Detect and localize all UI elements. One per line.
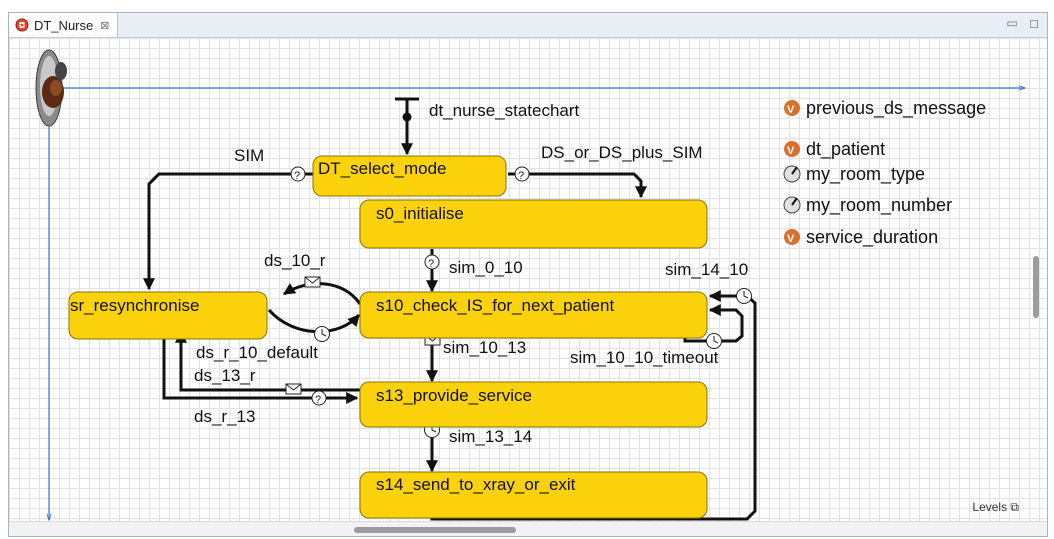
state-s0-initialise[interactable]: s0_initialise [359,199,708,249]
tab-dt-nurse[interactable]: DT_Nurse ⊠ [9,13,119,37]
transition-label-ds-r-10-default: ds_r_10_default [196,343,318,362]
state-label: DT_select_mode [318,159,447,178]
transition-sim-10-10-timeout[interactable] [683,304,744,349]
transition-label-sim-14-10: sim_14_10 [665,260,748,279]
parameter-icon [791,166,798,175]
transition-ds-or-ds-plus-sim[interactable]: ? [508,166,647,199]
svg-text:?: ? [315,394,321,406]
variable-label: dt_patient [806,139,885,160]
transition-label-ds-13-r: ds_13_r [194,366,256,385]
horizontal-scrollbar[interactable] [9,521,1047,536]
state-sr-resynchronise[interactable]: sr_resynchronise [68,291,268,340]
state-label: s0_initialise [376,204,464,223]
vertical-scrollbar-thumb[interactable] [1033,256,1039,318]
variable-label: previous_ds_message [806,98,986,119]
transition-label-sim: SIM [234,146,264,165]
svg-text:?: ? [518,170,524,182]
message-icon [285,383,302,395]
state-label: s10_check_IS_for_next_patient [376,296,614,315]
minimize-icon[interactable]: ▭ [1006,16,1018,30]
variable-service-duration[interactable]: V service_duration [784,227,938,248]
editor-tab-bar: DT_Nurse ⊠ ▭ ◻ [9,13,1047,38]
timeout-icon [736,288,752,304]
variable-icon: V [787,233,795,245]
editor-window: DT_Nurse ⊠ ▭ ◻ [8,12,1048,537]
variable-icon: V [787,145,795,157]
state-s10-check-is-for-next-patient[interactable]: s10_check_IS_for_next_patient [359,291,708,339]
transition-sim-14-10[interactable] [430,288,757,521]
state-label: sr_resynchronise [70,296,199,315]
agent-figure-icon [35,49,67,127]
horizontal-scrollbar-thumb[interactable] [354,527,516,533]
transition-ds-13-r[interactable] [175,330,360,395]
levels-button[interactable]: Levels ⧉ [972,500,1019,515]
state-dt-select-mode[interactable]: DT_select_mode [312,155,507,197]
parameter-label: my_room_number [806,195,952,216]
condition-icon: ? [424,254,440,270]
parameter-my-room-number[interactable]: my_room_number [783,195,952,216]
transition-sim-0-10[interactable]: ? [424,249,440,293]
variable-icon: V [787,104,795,116]
parameter-icon [791,197,798,206]
parameter-label: my_room_type [806,164,925,185]
transition-label-sim-13-14: sim_13_14 [449,427,532,446]
svg-text:?: ? [294,170,300,182]
transition-ds-10-r[interactable] [282,276,362,305]
condition-icon: ? [311,390,327,406]
message-icon [304,276,321,288]
variable-previous-ds-message[interactable]: V previous_ds_message [784,98,986,119]
transition-label-ds-or-ds-plus-sim: DS_or_DS_plus_SIM [541,143,703,162]
levels-icon: ⧉ [1010,500,1019,514]
timeout-icon [314,326,330,342]
diagram-canvas[interactable]: dt_nurse_statechart ? SIM ? DS_or_DS_plu… [9,38,1047,521]
state-s13-provide-service[interactable]: s13_provide_service [359,381,708,428]
statechart-diagram: dt_nurse_statechart ? SIM ? DS_or_DS_plu… [35,49,1047,521]
parameter-my-room-type[interactable]: my_room_type [783,164,925,185]
condition-icon: ? [514,166,530,182]
transition-sim[interactable]: ? [143,166,313,291]
window-controls: ▭ ◻ [1005,16,1041,30]
state-label: s13_provide_service [376,386,532,405]
variable-dt-patient[interactable]: V dt_patient [784,139,885,160]
state-s14-send-to-xray-or-exit[interactable]: s14_send_to_xray_or_exit [359,471,708,519]
maximize-icon[interactable]: ◻ [1029,16,1039,30]
statechart-name: dt_nurse_statechart [429,101,580,120]
close-tab-icon[interactable]: ⊠ [100,19,110,32]
agent-type-icon [15,18,29,32]
transition-ds-r-13[interactable]: ? [162,328,359,406]
transition-label-ds-10-r: ds_10_r [264,251,326,270]
levels-label: Levels [972,500,1008,514]
transition-label-sim-10-13: sim_10_13 [443,338,526,357]
timeout-icon [706,333,722,349]
state-label: s14_send_to_xray_or_exit [376,475,576,494]
variable-label: service_duration [806,227,938,248]
transition-label-sim-10-10-timeout: sim_10_10_timeout [570,348,719,367]
svg-text:?: ? [428,258,434,270]
transition-label-ds-r-13: ds_r_13 [194,407,255,426]
transition-ds-r-10-default[interactable] [267,308,361,342]
tab-label: DT_Nurse [34,17,94,33]
transition-label-sim-0-10: sim_0_10 [449,258,523,277]
statechart-entry-point[interactable] [395,97,419,156]
condition-icon: ? [290,166,306,182]
